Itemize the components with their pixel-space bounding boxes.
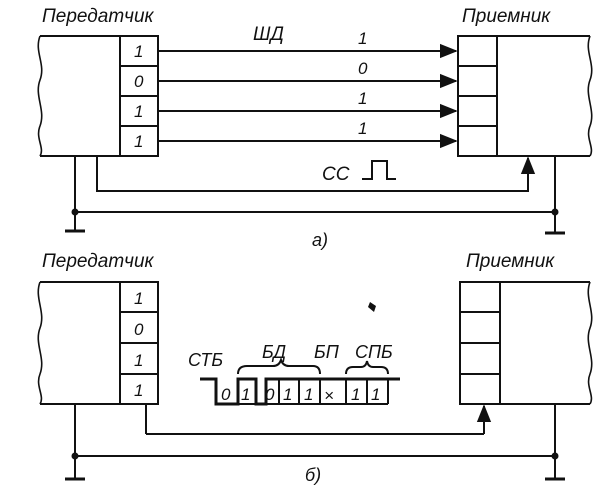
bottom-ground-line	[65, 404, 565, 481]
top-transmitter-label: Передатчик	[42, 6, 155, 27]
bottom-receiver-label: Приемник	[466, 251, 555, 272]
stop-bits-label: СПБ	[355, 342, 393, 362]
top-line-bit: 0	[358, 59, 368, 78]
bottom-serial-line	[145, 404, 492, 435]
top-register-bit: 1	[134, 132, 143, 151]
top-line-bit: 1	[358, 89, 367, 108]
parallel-transfer-section: Передатчик Приемник ШД 1 0 1 1	[37, 6, 593, 250]
top-strobe-label: СС	[322, 164, 350, 185]
top-caption: а)	[312, 230, 328, 250]
frame-bit: 1	[241, 385, 250, 404]
top-receiver-block	[457, 35, 593, 157]
parity-bit-label: БП	[314, 342, 340, 362]
top-register-bit: 1	[134, 102, 143, 121]
serial-transfer-section: Передатчик Приемник 1 0 1 1	[37, 251, 593, 485]
top-line-bit: 1	[358, 119, 367, 138]
top-bus-label: ШД	[253, 24, 284, 45]
top-register-bit: 1	[134, 42, 143, 61]
bottom-register-bit: 1	[134, 381, 143, 400]
bottom-receiver-block	[459, 281, 593, 405]
top-line-bit: 1	[358, 29, 367, 48]
stop-bits-brace	[345, 360, 389, 375]
bottom-transmitter-label: Передатчик	[42, 251, 155, 272]
serial-frame: СТБ БД БП СПБ 0 1 0 1 1 × 1 1	[188, 342, 400, 406]
bottom-register-bit: 1	[134, 289, 143, 308]
top-data-bus: 1 0 1 1	[158, 29, 458, 149]
frame-bit: 1	[371, 385, 380, 404]
bottom-register-bit: 1	[134, 351, 143, 370]
ink-blot	[368, 302, 376, 312]
frame-bit: 1	[304, 385, 313, 404]
top-receiver-label: Приемник	[462, 6, 551, 27]
strobe-pulse-icon	[362, 160, 396, 180]
serial-waveform	[200, 377, 400, 406]
frame-bit: 0	[221, 385, 231, 404]
start-bit-label: СТБ	[188, 350, 223, 370]
top-ground-line	[65, 156, 565, 235]
bottom-register-bit: 0	[134, 320, 144, 339]
data-bits-label: БД	[262, 342, 286, 362]
frame-bit: 1	[283, 385, 292, 404]
bottom-caption: б)	[305, 465, 321, 485]
top-register-bit: 0	[134, 72, 144, 91]
bottom-transmitter-block: 1 0 1 1	[37, 281, 159, 405]
data-bits-brace	[237, 356, 321, 375]
parity-bit: ×	[324, 386, 334, 405]
frame-bit: 1	[351, 385, 360, 404]
top-transmitter-block: 1 0 1 1	[37, 35, 159, 157]
top-strobe-line: СС	[96, 156, 536, 192]
frame-bit: 0	[265, 385, 275, 404]
